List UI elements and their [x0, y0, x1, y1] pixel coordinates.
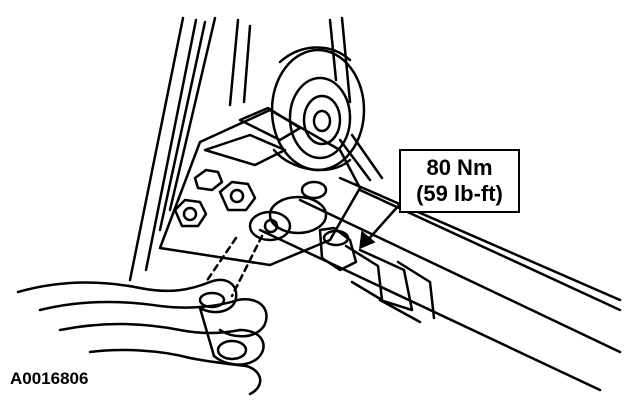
bracket-plate: [158, 106, 384, 267]
figure-id: A0016806: [10, 369, 89, 388]
hidden-line-2: [230, 234, 264, 298]
torque-callout: 80 Nm (59 lb-ft): [399, 149, 520, 213]
torque-lbft-label: (59 lb-ft): [416, 181, 503, 206]
arrowhead: [359, 230, 376, 250]
hidden-line: [204, 236, 238, 284]
torque-nut: [318, 226, 436, 324]
pivot-bushing: [270, 46, 366, 172]
bolt-heads: [173, 168, 257, 228]
callout-leader-arrow: [364, 202, 402, 244]
technician-hand: [16, 278, 268, 396]
torque-nm-label: 80 Nm: [426, 155, 493, 180]
frame-rail: [128, 16, 352, 282]
lower-arm: [248, 176, 622, 392]
